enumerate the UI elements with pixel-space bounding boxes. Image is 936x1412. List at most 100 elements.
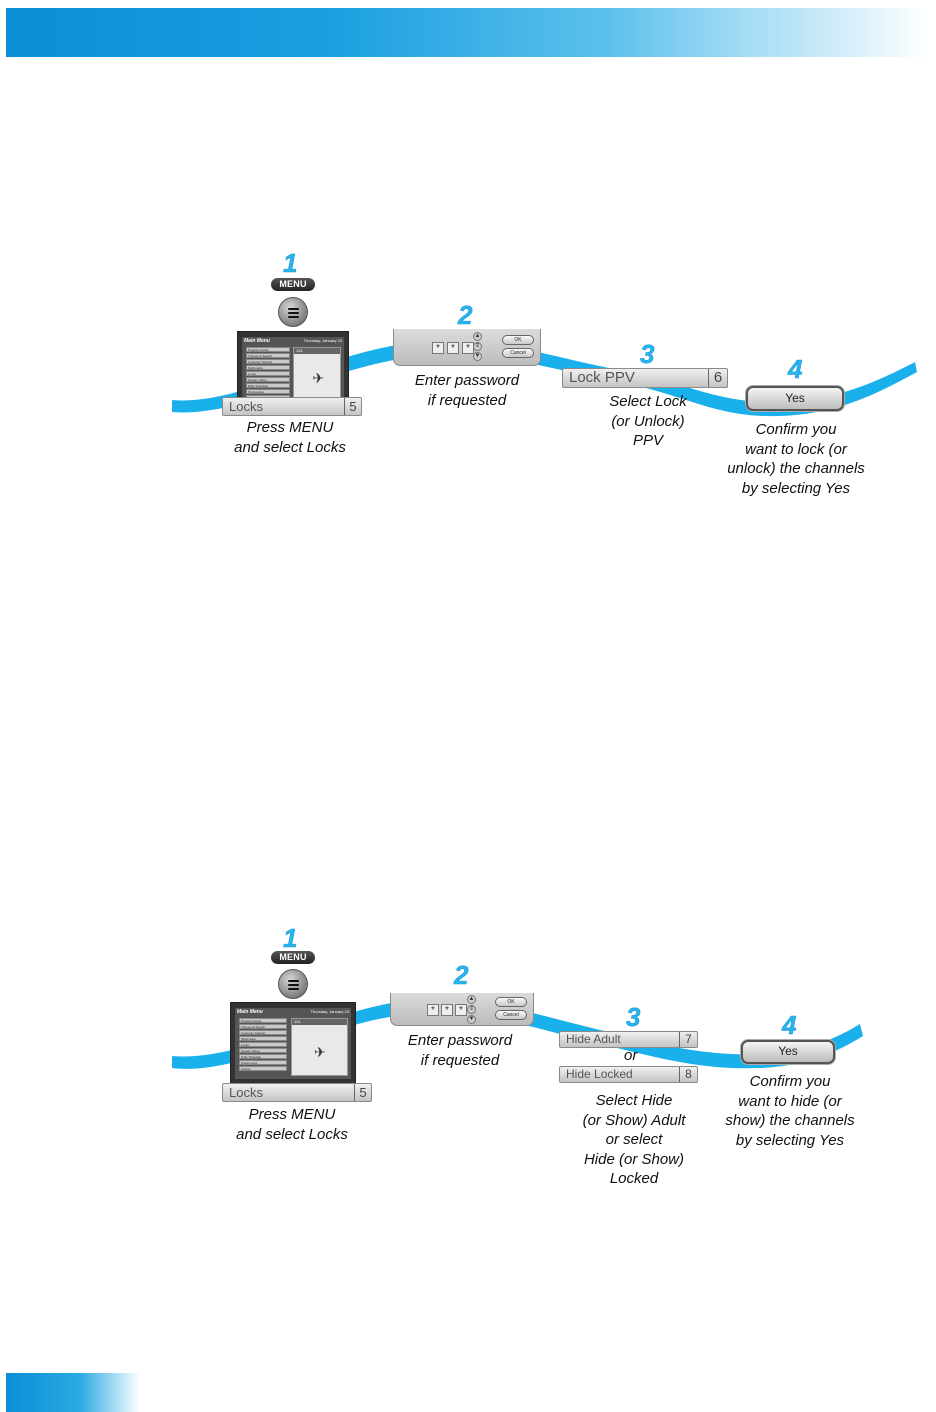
locks-menu-label: Locks 5 bbox=[222, 397, 362, 416]
ok-button[interactable]: OK bbox=[495, 997, 527, 1007]
screen-menu-item: Program Guide bbox=[239, 1018, 287, 1023]
menu-button-label: MENU bbox=[271, 278, 315, 291]
step-number: 1 bbox=[283, 248, 298, 278]
step4-caption: Confirm you want to hide (or show) the c… bbox=[700, 1072, 880, 1150]
password-arrows: ▲ ⇕ ▼ bbox=[467, 995, 476, 1025]
password-digit: * bbox=[432, 342, 444, 354]
password-dialog: * * * ▲ ⇕ ▼ OK Cancel bbox=[390, 993, 534, 1026]
caption-line: and select Locks bbox=[234, 438, 346, 456]
caption-line: and select Locks bbox=[236, 1125, 348, 1143]
menu-remote-button bbox=[278, 297, 308, 327]
menu-remote-button bbox=[278, 969, 308, 999]
label-number: 8 bbox=[679, 1067, 697, 1082]
label-text: Locks bbox=[229, 399, 263, 414]
caption-line: by selecting Yes bbox=[735, 1131, 845, 1149]
step2-caption: Enter password if requested bbox=[370, 1031, 550, 1070]
screen-menu-item: Customer Support bbox=[239, 1030, 287, 1035]
password-digit: * bbox=[427, 1004, 439, 1016]
screen-menu-item: Customer Support bbox=[246, 359, 290, 364]
step4-caption: Confirm you want to lock (or unlock) the… bbox=[706, 420, 886, 498]
label-number: 6 bbox=[708, 369, 727, 387]
password-dialog: * * * ▲ ⇕ ▼ OK Cancel bbox=[393, 329, 541, 366]
main-menu-screenshot: Main Menu Thursday, January 23 Program G… bbox=[230, 1002, 356, 1084]
label-text: Lock PPV bbox=[569, 369, 635, 386]
screen-menu-list: Program Guide Themes & Search Customer S… bbox=[239, 1018, 287, 1072]
yes-button[interactable]: Yes bbox=[746, 386, 844, 411]
hide-locked-label: Hide Locked 8 bbox=[559, 1066, 698, 1083]
arrow-down-icon: ▼ bbox=[467, 1015, 476, 1024]
step3-caption: Select Lock (or Unlock) PPV bbox=[558, 392, 738, 451]
caption-line: Confirm you bbox=[755, 421, 837, 438]
caption-line: Confirm you bbox=[749, 1073, 831, 1090]
password-digit: * bbox=[455, 1004, 467, 1016]
step-number: 4 bbox=[788, 354, 803, 384]
caption-line: Press MENU bbox=[246, 419, 334, 436]
or-text: or bbox=[624, 1047, 638, 1064]
screen-menu-item: Multimedia bbox=[239, 1036, 287, 1041]
label-number: 5 bbox=[354, 1084, 371, 1101]
password-digit: * bbox=[447, 342, 459, 354]
screen-menu-item: Program Guide bbox=[246, 347, 290, 352]
screen-menu-item: Locks bbox=[239, 1042, 287, 1047]
screen-date: Thursday, January 23 bbox=[303, 338, 342, 343]
locks-menu-label: Locks 5 bbox=[222, 1083, 372, 1102]
caption-line: (or Unlock) bbox=[611, 412, 685, 430]
caption-line: show) the channels bbox=[725, 1112, 855, 1129]
screen-title: Main Menu bbox=[244, 338, 270, 344]
label-text: Hide Locked bbox=[566, 1067, 633, 1081]
label-text: Locks bbox=[229, 1085, 263, 1100]
screen-menu-item: Daily Schedule bbox=[239, 1054, 287, 1059]
header-banner bbox=[6, 8, 930, 57]
screen-date: Thursday, January 23 bbox=[310, 1009, 349, 1014]
screen-menu-item: Themes & Search bbox=[246, 353, 290, 358]
caption-line: (or Show) Adult bbox=[582, 1111, 686, 1129]
caption-line: Enter password bbox=[414, 372, 520, 389]
step-number: 4 bbox=[782, 1010, 797, 1040]
arrow-down-icon: ▼ bbox=[473, 352, 482, 361]
arrow-up-icon: ▲ bbox=[467, 995, 476, 1004]
caption-line: want to lock (or bbox=[745, 440, 847, 458]
label-text: Hide Adult bbox=[566, 1032, 621, 1046]
cancel-button[interactable]: Cancel bbox=[495, 1010, 527, 1020]
airplane-image: ✈ bbox=[314, 1044, 326, 1061]
label-number: 5 bbox=[344, 398, 361, 415]
step3-caption: Select Hide (or Show) Adult or select Hi… bbox=[544, 1091, 724, 1189]
password-digit: * bbox=[441, 1004, 453, 1016]
screen-menu-item: Multimedia bbox=[246, 365, 290, 370]
screen-menu-item: Themes & Search bbox=[239, 1024, 287, 1029]
step-number: 2 bbox=[458, 300, 473, 330]
caption-line: or select bbox=[605, 1131, 663, 1148]
screen-menu-item: Preferences bbox=[246, 389, 290, 394]
caption-line: Locked bbox=[609, 1170, 659, 1187]
main-menu-screenshot: Main Menu Thursday, January 23 Program G… bbox=[237, 331, 349, 406]
password-arrows: ▲ ⇕ ▼ bbox=[473, 332, 482, 362]
caption-line: by selecting Yes bbox=[741, 479, 851, 497]
caption-line: PPV bbox=[632, 432, 663, 449]
hide-adult-label: Hide Adult 7 bbox=[559, 1031, 698, 1048]
screen-menu-item: Preferences bbox=[239, 1060, 287, 1065]
cancel-button[interactable]: Cancel bbox=[502, 348, 534, 358]
arrows-icon: ⇕ bbox=[473, 342, 482, 351]
screen-channel: 114 bbox=[296, 348, 303, 353]
yes-button[interactable]: Yes bbox=[741, 1040, 835, 1064]
caption-line: if requested bbox=[420, 1051, 500, 1069]
screen-title: Main Menu bbox=[237, 1009, 263, 1015]
caption-line: unlock) the channels bbox=[727, 460, 865, 477]
screen-channel: 114 bbox=[294, 1019, 301, 1024]
ok-button[interactable]: OK bbox=[502, 335, 534, 345]
step-number: 2 bbox=[454, 960, 469, 990]
caption-line: Press MENU bbox=[248, 1106, 336, 1123]
screen-menu-item: Locks bbox=[246, 371, 290, 376]
screen-menu-list: Program Guide Themes & Search Customer S… bbox=[246, 347, 290, 401]
caption-line: Select Hide bbox=[595, 1092, 673, 1109]
caption-line: Select Lock bbox=[609, 393, 687, 410]
step1-caption: Press MENU and select Locks bbox=[200, 418, 380, 457]
screen-preview: 114 ✈ bbox=[293, 347, 341, 398]
step-number: 3 bbox=[640, 339, 655, 369]
screen-menu-item: System Setup bbox=[246, 377, 290, 382]
screen-menu-item: Daily Schedule bbox=[246, 383, 290, 388]
step1-caption: Press MENU and select Locks bbox=[202, 1105, 382, 1144]
screen-menu-item: System Setup bbox=[239, 1048, 287, 1053]
screen-preview: 114 ✈ bbox=[291, 1018, 348, 1076]
arrow-up-icon: ▲ bbox=[473, 332, 482, 341]
